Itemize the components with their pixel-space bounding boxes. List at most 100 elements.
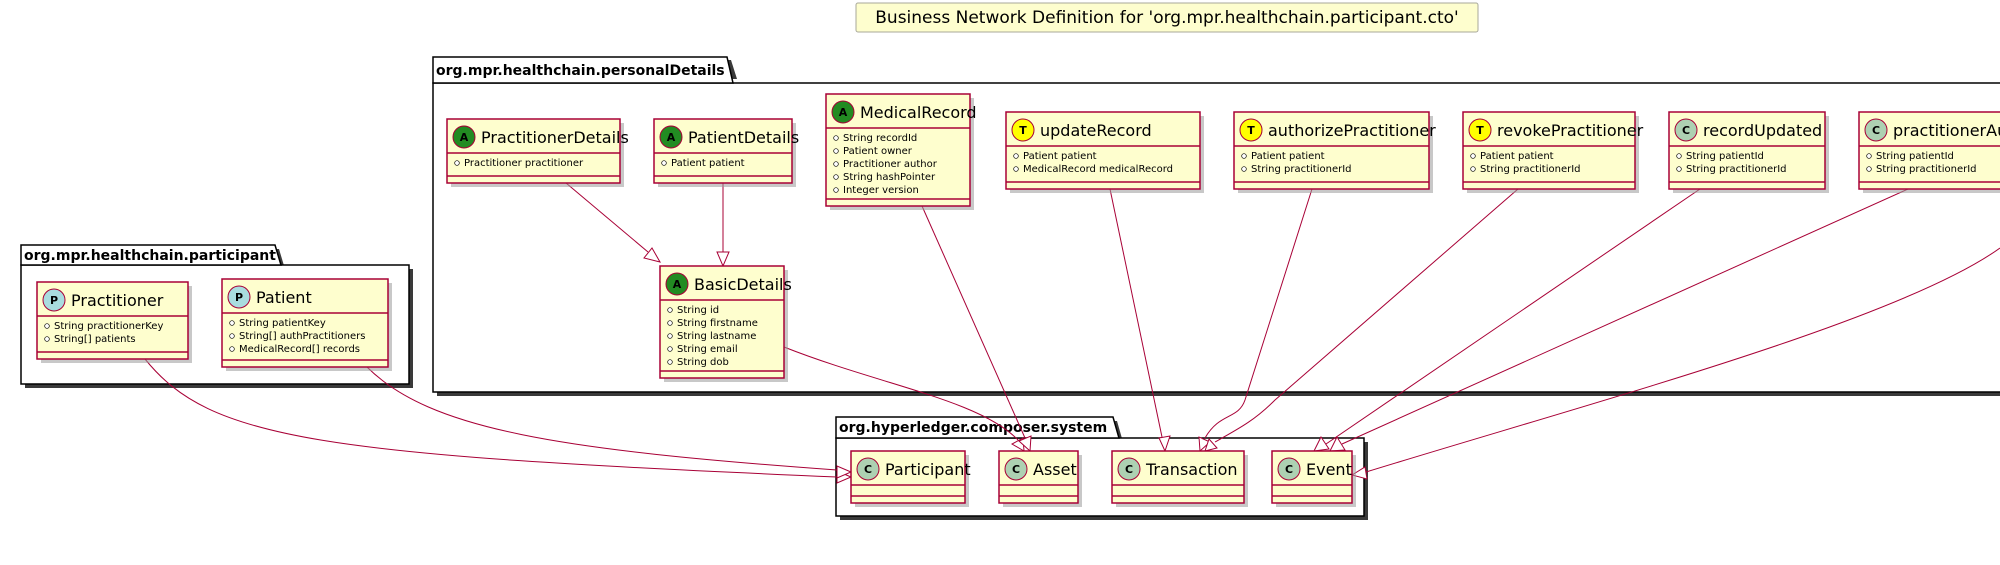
class-attribute: String patientId [1686,151,1764,162]
public-visibility-icon [833,135,839,141]
stereotype-letter: C [864,463,872,476]
public-visibility-icon [667,320,673,326]
stereotype-badge-icon: C [856,457,880,481]
class-attribute: Patient patient [1251,151,1325,162]
stereotype-letter: P [235,291,243,304]
class-name: authorizePractitioner [1268,121,1436,140]
stereotype-letter: A [460,131,469,144]
class-name: Patient [256,288,312,307]
stereotype-letter: C [1682,124,1690,137]
stereotype-letter: T [1019,124,1027,137]
public-visibility-icon [833,174,839,180]
class-attribute: String patientId [1876,151,1954,162]
class-attribute: Patient owner [843,146,913,157]
public-visibility-icon [667,333,673,339]
public-visibility-icon [667,359,673,365]
class-name: PatientDetails [688,128,799,147]
class-attribute: String id [677,305,719,316]
public-visibility-icon [229,346,235,352]
class-attribute: MedicalRecord[] records [239,344,360,355]
stereotype-badge-icon: A [665,272,689,296]
class-attribute: String recordId [843,133,917,144]
stereotype-badge-icon: P [227,285,251,309]
class-attribute: String practitionerId [1876,164,1977,175]
class-attribute: String practitionerId [1480,164,1581,175]
extends-arrow-record-updated-to-sys-event [1313,188,1701,452]
stereotype-letter: T [1476,124,1484,137]
class-attribute: MedicalRecord medicalRecord [1023,164,1173,175]
extends-arrow-practitioner-details-to-basic-details [565,182,662,263]
extends-arrow-update-record-to-sys-transaction [1109,188,1171,453]
public-visibility-icon [454,160,460,166]
extends-arrow-patient-to-sys-participant [366,366,853,479]
package-name: org.mpr.healthchain.personalDetails [436,63,725,79]
stereotype-badge-icon: A [831,100,855,124]
class-sys-participant[interactable]: C Participant [850,450,971,507]
stereotype-letter: A [667,131,676,144]
stereotype-badge-icon: C [1117,457,1141,481]
class-name: recordUpdated [1703,121,1822,140]
class-name: Transaction [1145,460,1238,479]
stereotype-badge-icon: P [42,288,66,312]
public-visibility-icon [1470,153,1476,159]
class-attribute: String firstname [677,318,758,329]
public-visibility-icon [1241,166,1247,172]
stereotype-badge-icon: C [1277,457,1301,481]
class-attribute: String dob [677,357,729,368]
class-attribute: Patient patient [1480,151,1554,162]
public-visibility-icon [44,336,50,342]
public-visibility-icon [1470,166,1476,172]
class-attribute: Patient patient [1023,151,1097,162]
stereotype-badge-icon: T [1011,118,1035,142]
package-name: org.hyperledger.composer.system [839,420,1107,436]
class-name: practitionerAut [1893,121,2000,140]
stereotype-badge-icon: A [452,125,476,149]
class-attribute: String email [677,344,738,355]
package-name: org.mpr.healthchain.participant [24,248,276,264]
class-attribute: String[] authPractitioners [239,331,365,342]
public-visibility-icon [1676,153,1682,159]
stereotype-badge-icon: A [659,125,683,149]
class-name: Event [1306,460,1352,479]
class-attribute: String practitionerId [1251,164,1352,175]
class-name: updateRecord [1040,121,1152,140]
stereotype-badge-icon: C [1674,118,1698,142]
public-visibility-icon [833,148,839,154]
relations [144,182,2000,484]
class-attribute: String practitionerKey [54,321,163,332]
public-visibility-icon [1241,153,1247,159]
svg-text:Business Network Definition fo: Business Network Definition for 'org.mpr… [875,8,1458,28]
stereotype-badge-icon: C [1864,118,1888,142]
public-visibility-icon [229,333,235,339]
stereotype-letter: A [839,106,848,119]
class-name: Practitioner [71,291,164,310]
public-visibility-icon [1013,166,1019,172]
class-name: MedicalRecord [860,103,977,122]
public-visibility-icon [1866,153,1872,159]
class-sys-event[interactable]: C Event [1271,450,1356,507]
stereotype-letter: A [673,278,682,291]
extends-arrow-revoke-practitioner-to-sys-transaction [1204,188,1519,452]
public-visibility-icon [833,161,839,167]
class-attribute: Integer version [843,185,919,196]
extends-arrow-authorize-practitioner-to-sys-transaction [1198,188,1313,453]
class-name: PractitionerDetails [481,128,629,147]
class-attribute: String patientKey [239,318,326,329]
public-visibility-icon [667,346,673,352]
class-name: Participant [885,460,971,479]
public-visibility-icon [44,323,50,329]
